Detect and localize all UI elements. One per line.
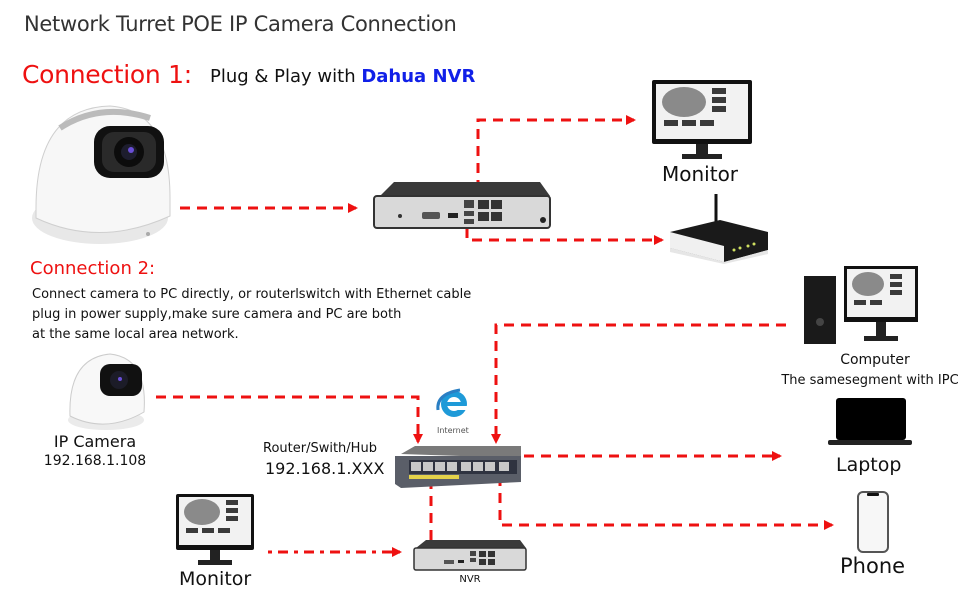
link-switch-to-phone bbox=[498, 476, 834, 530]
nvr-icon-2 bbox=[413, 540, 527, 571]
connection2-description: Connect camera to PC directly, or router… bbox=[32, 285, 512, 345]
internet-explorer-icon bbox=[436, 388, 468, 417]
monitor-label-2: Monitor bbox=[179, 568, 252, 590]
link-camera-to-switch bbox=[156, 395, 423, 444]
connection1-brand: Dahua NVR bbox=[361, 66, 476, 87]
computer-note: The samesegment with IPC bbox=[781, 373, 959, 388]
computer-label: Computer bbox=[840, 352, 910, 368]
monitor-label: Monitor bbox=[662, 162, 739, 186]
ip-camera-label: IP Camera bbox=[53, 432, 137, 451]
nvr-icon bbox=[373, 182, 551, 229]
connection1-subtitle: Plug & Play with Dahua NVR bbox=[210, 66, 475, 87]
dome-camera-icon bbox=[32, 105, 171, 244]
ip-camera-ip: 192.168.1.108 bbox=[43, 453, 147, 469]
monitor-icon bbox=[176, 494, 254, 565]
connection1-heading: Connection 1: bbox=[22, 60, 192, 89]
ip-camera-icon bbox=[68, 353, 145, 430]
connection1-subtitle-prefix: Plug & Play with bbox=[210, 66, 362, 87]
link-computer-to-switch bbox=[491, 323, 786, 444]
router-icon bbox=[670, 194, 768, 264]
connection2-heading: Connection 2: bbox=[30, 258, 156, 279]
page-title: Network Turret POE IP Camera Connection bbox=[24, 12, 457, 36]
smartphone-icon bbox=[857, 491, 889, 553]
description-line: at the same local area network. bbox=[32, 327, 239, 342]
description-line: plug in power supply,make sure camera an… bbox=[32, 307, 402, 322]
phone-label: Phone bbox=[840, 554, 906, 578]
desktop-computer-icon bbox=[804, 266, 918, 344]
network-switch-icon bbox=[395, 446, 521, 488]
laptop-label: Laptop bbox=[836, 454, 902, 476]
link-nvr-to-router bbox=[465, 228, 664, 245]
laptop-icon bbox=[828, 398, 912, 445]
internet-label: Internet bbox=[437, 426, 469, 435]
switch-label: Router/Swith/Hub bbox=[263, 441, 377, 456]
description-line: Connect camera to PC directly, or router… bbox=[32, 287, 472, 302]
switch-ip: 192.168.1.XXX bbox=[265, 459, 385, 478]
nvr-label: NVR bbox=[459, 574, 481, 585]
link-nvr-to-monitor bbox=[476, 115, 636, 190]
monitor-icon bbox=[652, 80, 752, 159]
